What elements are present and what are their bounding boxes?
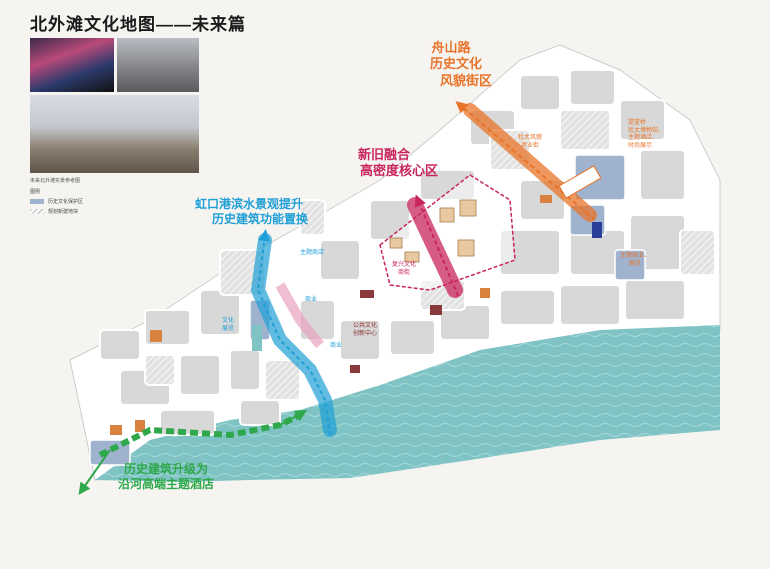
label-commerce-south: 商业 bbox=[330, 343, 343, 349]
label-culture-exhibit-line2: 展览 bbox=[222, 325, 235, 332]
core-axis-arrow bbox=[414, 194, 459, 297]
legend-heading: 图例 bbox=[30, 189, 41, 195]
label-theme-exhibit-line2: 展览 bbox=[629, 260, 642, 267]
river bbox=[95, 325, 720, 482]
label-public-center: 公共文化 创新中心 bbox=[353, 323, 377, 338]
photo-caption: 未来北外滩实景参考图 bbox=[30, 178, 81, 184]
label-zhoushan-line1: 舟山路 bbox=[431, 40, 471, 55]
riverside-arrow-west bbox=[78, 449, 111, 495]
label-riverside: 历史建筑升级为 沿河高端主题酒店 bbox=[118, 462, 214, 492]
label-revival-street: 复兴文化 商街 bbox=[392, 262, 416, 277]
label-jewish-street-line1: 犹太风貌 bbox=[518, 135, 543, 141]
label-zhoushan-line3: 风貌街区 bbox=[440, 72, 493, 88]
label-core-line1: 新旧融合 bbox=[358, 147, 411, 162]
riverside-arrow-east bbox=[279, 410, 308, 426]
label-zhoushan-line2: 历史文化 bbox=[430, 56, 483, 72]
label-theme-shop: 主题商店 bbox=[300, 250, 325, 256]
label-public-center-line2: 创新中心 bbox=[353, 330, 378, 337]
blue-landmark bbox=[592, 222, 602, 238]
historic-spots bbox=[110, 195, 552, 435]
reference-photo-skyline bbox=[30, 95, 199, 173]
legend: 图例 历史文化保护区 规划新建地块 bbox=[30, 188, 83, 215]
core-buildings bbox=[389, 199, 477, 263]
legend-swatch-heritage bbox=[30, 199, 44, 204]
label-core: 新旧融合 高密度核心区 bbox=[330, 147, 438, 180]
label-hongkou-line1: 虹口港滨水景观提升 bbox=[195, 197, 304, 211]
label-riverside-line2: 沿河高端主题酒店 bbox=[118, 477, 215, 491]
label-jewish-street-line2: 商业街 bbox=[521, 142, 540, 149]
label-hongkou-line2: 历史建筑功能置换 bbox=[212, 212, 309, 226]
label-riverside-line1: 历史建筑升级为 bbox=[124, 462, 209, 476]
label-public-center-line1: 公共文化 bbox=[353, 323, 378, 329]
core-axis bbox=[407, 197, 463, 298]
label-tilanqiao-line3: 主题酒店、 bbox=[628, 135, 659, 141]
page-title: 北外滩文化地图——未来篇 bbox=[30, 15, 246, 34]
zhoushan-arrow bbox=[455, 101, 596, 221]
legend-label-new: 规划新建地块 bbox=[48, 209, 79, 215]
label-tilanqiao: 提篮桥 犹太博物馆、 主题酒店、 时尚展示 bbox=[628, 120, 664, 150]
hongkou-pink-zone bbox=[275, 282, 324, 349]
label-core-line2: 高密度核心区 bbox=[360, 163, 439, 179]
label-zhoushan: 舟山路 历史文化 风貌街区 bbox=[410, 40, 492, 89]
label-theme-exhibit-line1: 主题商业、 bbox=[620, 253, 651, 259]
label-revival-street-line1: 复兴文化 bbox=[392, 262, 417, 268]
legend-swatch-new bbox=[30, 209, 44, 214]
label-hongkou: 虹口港滨水景观提升 历史建筑功能置换 bbox=[190, 197, 308, 227]
hongkou-arrow bbox=[256, 229, 331, 436]
culture-exhibit-block bbox=[252, 325, 262, 351]
legend-item-new: 规划新建地块 bbox=[30, 208, 83, 215]
label-tilanqiao-line1: 提篮桥 bbox=[628, 120, 647, 126]
label-tilanqiao-line2: 犹太博物馆、 bbox=[628, 127, 665, 134]
label-culture-exhibit-line1: 文化 bbox=[222, 318, 235, 324]
legend-label-heritage: 历史文化保护区 bbox=[48, 199, 84, 205]
reference-photo-street-night bbox=[30, 38, 114, 92]
planned-blocks bbox=[144, 109, 716, 401]
label-theme-exhibit: 主题商业、 展览 bbox=[620, 253, 650, 268]
label-revival-street-line2: 商街 bbox=[398, 269, 411, 276]
zhoushan-heritage-row bbox=[558, 165, 602, 199]
label-commerce-north: 商业 bbox=[305, 297, 318, 303]
label-culture-exhibit: 文化 展览 bbox=[222, 318, 234, 333]
label-jewish-street: 犹太风貌 商业街 bbox=[518, 135, 542, 150]
legend-item-heritage: 历史文化保护区 bbox=[30, 198, 83, 205]
public-buildings bbox=[350, 290, 442, 373]
reference-photo-street-day bbox=[117, 38, 199, 92]
label-tilanqiao-line4: 时尚展示 bbox=[628, 142, 653, 149]
